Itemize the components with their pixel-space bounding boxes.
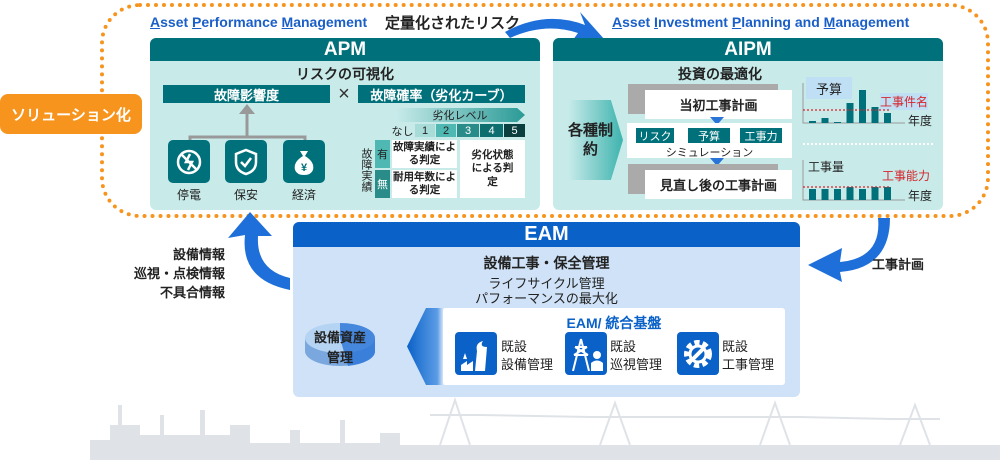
level-2: 2 [436,124,456,137]
level-3: 3 [457,124,479,137]
level-4: 4 [480,124,503,137]
module-label: 既設設備管理 [501,339,554,372]
asset-mgmt-label: 設備資産管理 [313,330,366,365]
power-outage-icon [168,140,210,183]
apm-header: APM [150,38,540,61]
chart-bar [859,189,866,200]
chart-bar [884,113,891,123]
platform-title: EAM/ 統合基盤 [566,315,662,331]
chart-bottom-label: 工事量 [808,160,845,174]
constraints-chevron: 各種制約 [568,100,623,180]
svg-text:¥: ¥ [301,162,308,174]
aipm-fullname: Asset Investment Planning and Management [612,14,910,30]
quantified-risk-label: 定量化されたリスク [385,15,521,32]
left-flow-info: 設備情報巡視・点検情報不具合情報 [133,247,225,300]
skyline-illustration [90,396,1000,460]
judge-condition: 劣化状態による判定 [460,140,525,198]
judge-age: 耐用年数による判定 [392,170,457,198]
eam-subtitle: 設備工事・保全管理 [483,255,610,271]
right-flow-label: 工事計画 [872,257,925,272]
down-arrow [710,158,724,173]
chart-bar [871,187,879,200]
module-label: 既設工事管理 [722,339,775,372]
revised-plan: 見直し後の工事計画 [645,170,792,199]
sim-capacity: 工事力 [740,128,782,143]
asset-disk-icon [305,323,376,366]
chart-bar [871,107,879,123]
chart-top-label: 予算 [806,77,852,99]
sim-risk: リスク [636,128,674,143]
chart-top-xlabel: 年度 [908,114,933,128]
platform-box [443,308,785,385]
chart-bar [809,189,816,200]
level-5: 5 [504,124,525,137]
chart-bar [884,187,891,200]
level-1: 1 [415,124,435,137]
money-bag-icon: ¥ [283,140,325,183]
apm-fullname: Asset Performance Management [150,14,368,30]
arrow-eam-to-apm [228,212,290,290]
judge-history: 故障実績による判定 [392,140,457,168]
impact-label: 停電 [176,188,201,202]
impact-bar: 故障影響度 [163,85,330,103]
chart-bar [821,118,829,123]
chart-bar [846,187,854,200]
module-label: 既設巡視管理 [610,339,663,372]
gear-wrench-icon [677,332,719,375]
chart-axis [802,83,905,124]
chart-axis [802,160,905,201]
simulation-label: シミュレーション [665,147,754,159]
chart-separator [803,143,933,145]
solution-badge: ソリューション化 [0,94,142,134]
aipm-header: AIPM [553,38,943,61]
level-none: なし [391,125,414,138]
shield-check-icon [225,140,267,183]
tower-inspection-icon [565,332,607,375]
aipm-charts [802,83,905,201]
impact-label: 経済 [291,188,316,202]
chart-bar [821,189,829,200]
chart-top-line-label: 工事件名 [880,93,929,110]
eam-header: EAM [293,222,800,247]
aipm-subtitle: 投資の最適化 [678,66,762,82]
probability-bar: 故障確率（劣化カーブ） [358,85,525,103]
chart-bottom-line-label: 工事能力 [882,169,931,183]
chart-bar [809,121,816,123]
chart-bar [834,122,841,123]
failure-history-label: 故障実績 [360,148,372,192]
chart-bottom-xlabel: 年度 [908,189,933,203]
deterioration-level-arrow: 劣化レベル [395,108,525,122]
sim-budget: 予算 [688,128,730,143]
apm-subtitle: リスクの可視化 [296,66,394,82]
initial-plan: 当初工事計画 [645,90,792,119]
times-sign: × [338,83,350,105]
arrow-to-aipm [505,12,605,44]
eam-line2: パフォーマンスの最大化 [475,291,618,306]
impact-label: 保安 [233,188,258,202]
chart-bar [859,90,866,123]
none-label: 無 [375,170,390,198]
factory-icon [455,332,497,375]
chart-bar [846,103,854,123]
eam-line1: ライフサイクル管理 [488,276,605,291]
arrow-aipm-to-eam [808,218,890,282]
impact-tree-lines [188,104,307,145]
down-arrow [710,117,724,132]
has-label: 有 [375,140,390,168]
chart-bar [834,189,841,200]
